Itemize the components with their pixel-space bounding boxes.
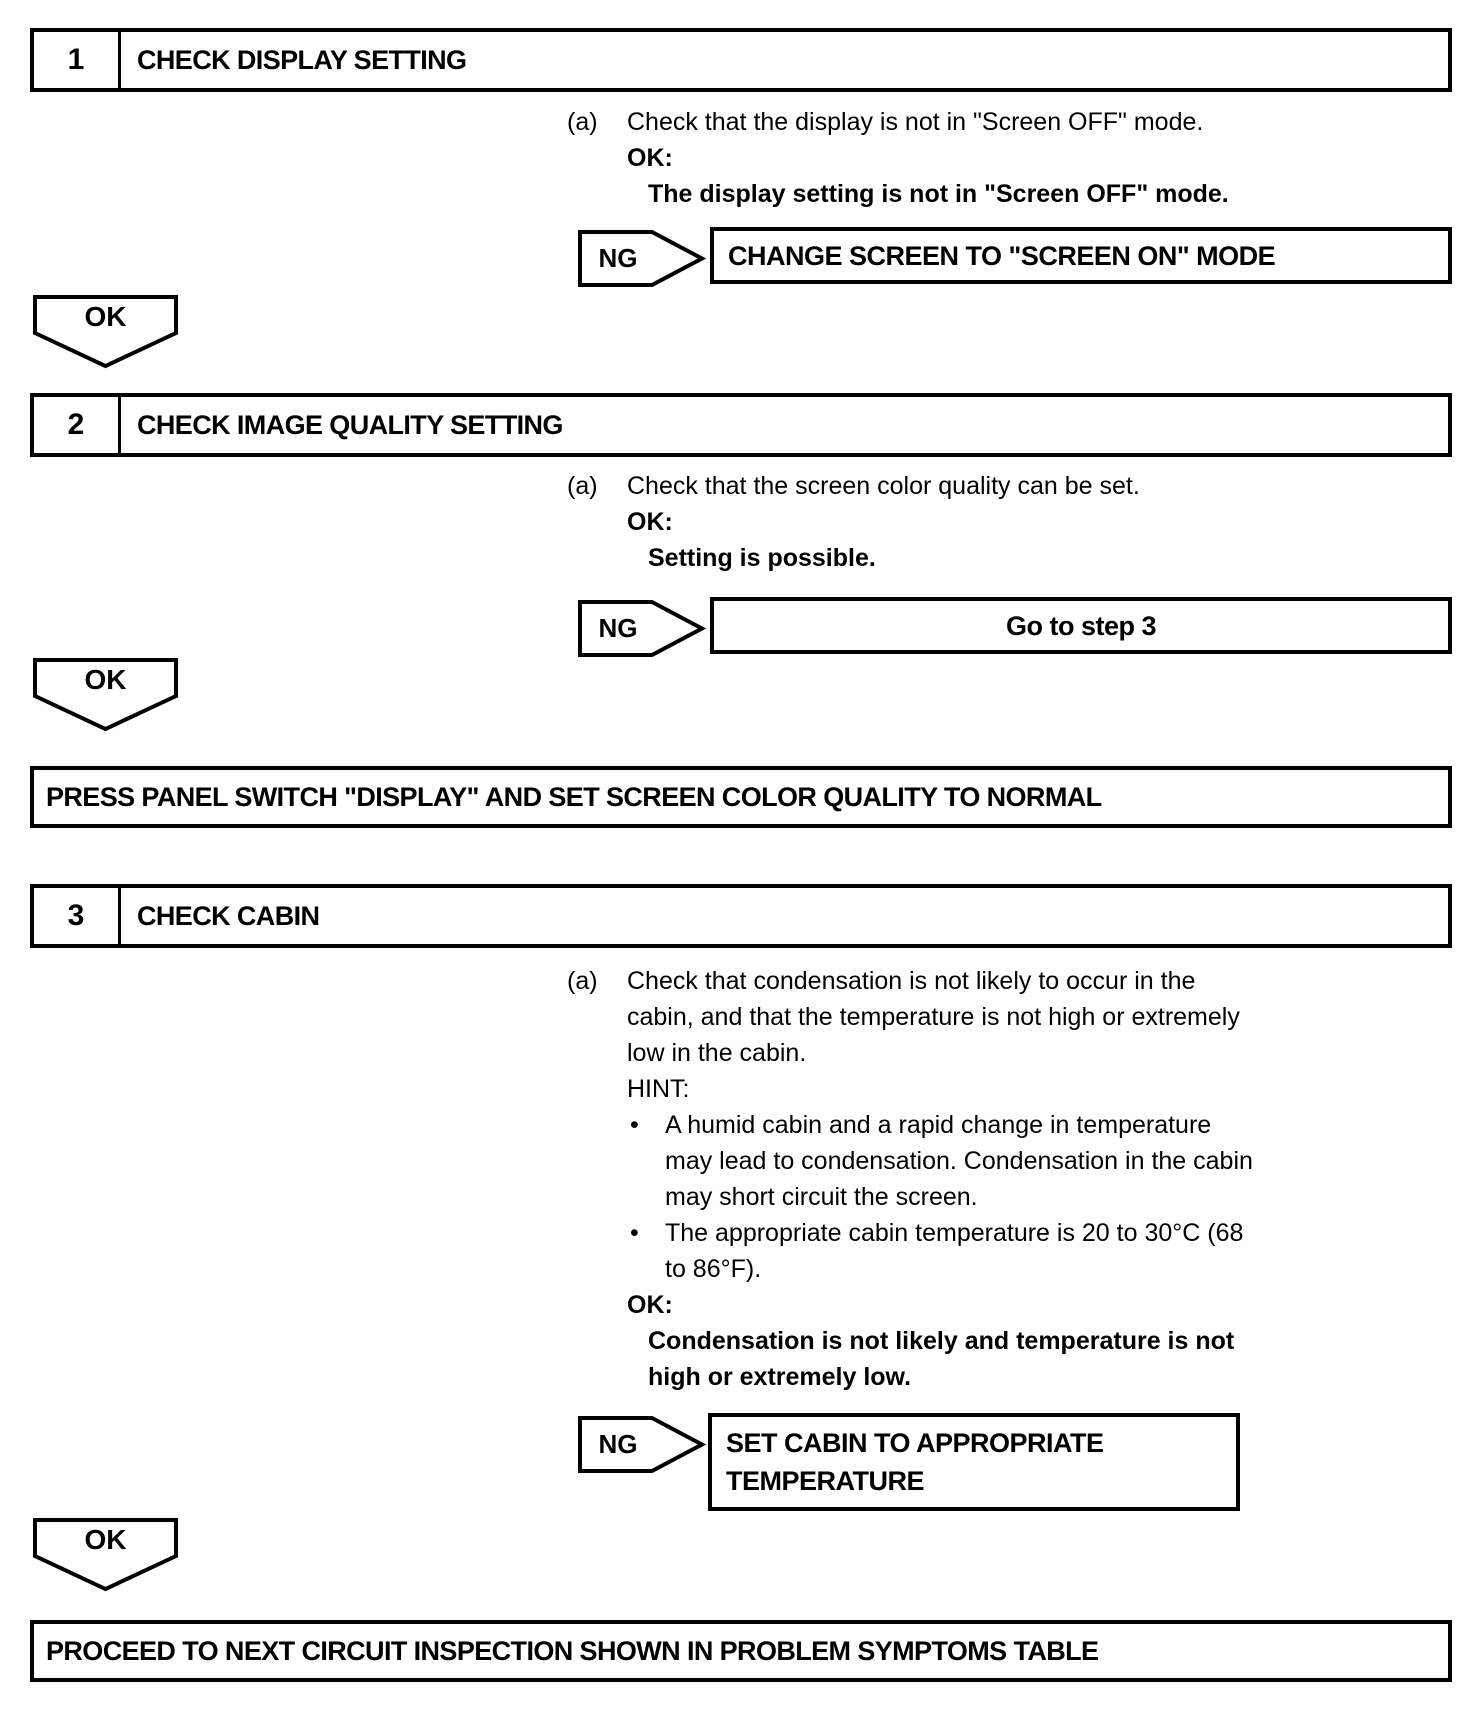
- procedure-item: (a) Check that condensation is not likel…: [567, 963, 1347, 1071]
- step-1-number: 1: [34, 32, 121, 88]
- ok-marker-label: OK: [84, 1524, 127, 1555]
- hint-bullet: • The appropriate cabin temperature is 2…: [630, 1215, 1347, 1287]
- step-1-title: CHECK DISPLAY SETTING: [137, 44, 467, 75]
- ok-marker-label: OK: [84, 301, 127, 332]
- item-text: Check that the screen color quality can …: [627, 472, 1140, 500]
- step-3-header: 3 CHECK CABIN: [30, 884, 1452, 948]
- bullet-icon: •: [630, 1111, 639, 1139]
- hint-bullet-text: A humid cabin and a rapid change in temp…: [665, 1111, 1253, 1211]
- ng-label: NG: [598, 613, 638, 643]
- item-text: Check that the display is not in "Screen…: [627, 108, 1204, 136]
- item-label: (a): [567, 108, 598, 136]
- step-3-number: 3: [34, 888, 121, 944]
- procedure-item: (a) Check that the screen color quality …: [567, 468, 1347, 504]
- ok-condition: The display setting is not in "Screen OF…: [648, 180, 1229, 208]
- step-1-ok-connector: OK: [33, 295, 178, 369]
- step-3-ng-action-box: SET CABIN TO APPROPRIATE TEMPERATURE: [708, 1413, 1240, 1511]
- ok-condition: Setting is possible.: [648, 544, 876, 572]
- step-2-result-action-box: PRESS PANEL SWITCH "DISPLAY" AND SET SCR…: [30, 766, 1452, 828]
- step-1-header: 1 CHECK DISPLAY SETTING: [30, 28, 1452, 92]
- bullet-icon: •: [630, 1219, 639, 1247]
- ng-arrow-icon: [578, 1416, 706, 1473]
- ok-heading: OK:: [627, 508, 673, 536]
- step-2-header: 2 CHECK IMAGE QUALITY SETTING: [30, 393, 1452, 457]
- ng-label: NG: [598, 243, 638, 273]
- item-label: (a): [567, 472, 598, 500]
- procedure-item: (a) Check that the display is not in "Sc…: [567, 104, 1347, 140]
- hint-heading: HINT:: [627, 1075, 690, 1103]
- step-2-ok-connector: OK: [33, 658, 178, 732]
- ok-pentagon-icon: [33, 1518, 178, 1592]
- ok-condition: Condensation is not likely and temperatu…: [648, 1327, 1235, 1391]
- step-1-body: (a) Check that the display is not in "Sc…: [567, 104, 1347, 212]
- ng-label: NG: [598, 1429, 638, 1459]
- step-2-body: (a) Check that the screen color quality …: [567, 468, 1347, 576]
- item-label: (a): [567, 967, 598, 995]
- ok-heading: OK:: [627, 1291, 673, 1319]
- ng-arrow-icon: [578, 230, 706, 287]
- step-3-ng-flag: NG: [578, 1416, 706, 1473]
- step-2-title: CHECK IMAGE QUALITY SETTING: [137, 409, 563, 440]
- step-2-ng-action-box: Go to step 3: [710, 597, 1452, 654]
- step-3-title: CHECK CABIN: [137, 900, 320, 931]
- hint-bullet: • A humid cabin and a rapid change in te…: [630, 1107, 1347, 1215]
- step-3-body: (a) Check that condensation is not likel…: [567, 963, 1347, 1395]
- ok-pentagon-icon: [33, 295, 178, 369]
- step-2-number: 2: [34, 397, 121, 453]
- step-3-ok-connector: OK: [33, 1518, 178, 1592]
- step-3-result-action-box: PROCEED TO NEXT CIRCUIT INSPECTION SHOWN…: [30, 1620, 1452, 1682]
- hint-bullet-text: The appropriate cabin temperature is 20 …: [665, 1219, 1244, 1283]
- step-1-ng-action-box: CHANGE SCREEN TO "SCREEN ON" MODE: [710, 227, 1452, 284]
- ng-arrow-icon: [578, 600, 706, 657]
- step-2-ng-flag: NG: [578, 600, 706, 657]
- ok-marker-label: OK: [84, 664, 127, 695]
- ok-pentagon-icon: [33, 658, 178, 732]
- ok-heading: OK:: [627, 144, 673, 172]
- step-1-ng-flag: NG: [578, 230, 706, 287]
- item-text: Check that condensation is not likely to…: [627, 967, 1240, 1067]
